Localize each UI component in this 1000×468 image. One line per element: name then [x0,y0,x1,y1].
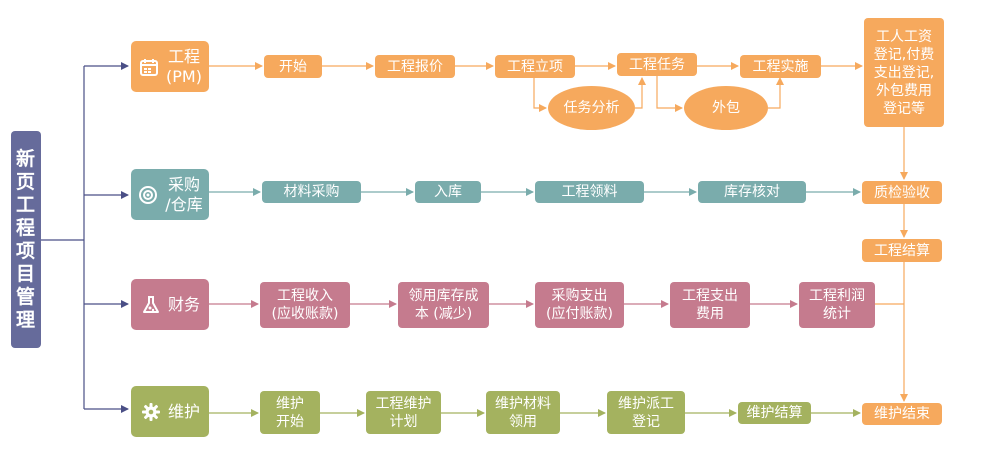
category-maintenance-label: 维护 [167,401,200,421]
target-icon [137,184,159,206]
finance-purchase-payment: 采购支出 (应付账款) [535,282,624,328]
pm-approval: 工程立项 [495,55,575,78]
pm-start: 开始 [264,55,322,78]
finance-income: 工程收入 (应收账款) [260,282,350,328]
pm-flow-lines [209,62,908,402]
maintenance-dispatch: 维护派工 登记 [607,391,685,434]
category-pm-label: 工程 (PM) [166,46,202,86]
purchase-stock-in: 入库 [415,181,481,203]
pm-registration: 工人工资 登记,付费 支出登记, 外包费用 登记等 [864,18,944,127]
category-purchase-label: 采购 /仓库 [165,174,203,214]
main-tree-lines [40,62,129,413]
pm-task-analysis: 任务分析 [548,86,635,130]
maintenance-end: 维护结束 [862,403,942,425]
category-finance: 财务 [131,279,209,330]
main-title: 新 页 工 程 项 目 管 理 [11,131,41,348]
pm-implement: 工程实施 [740,55,821,78]
project-settlement: 工程结算 [862,239,942,262]
maintenance-plan: 工程维护 计划 [366,391,441,434]
qc-acceptance: 质检验收 [862,181,942,204]
maintenance-material: 维护材料 领用 [486,391,560,434]
purchase-material-purchase: 材料采购 [262,181,361,203]
pm-outsource: 外包 [684,86,768,130]
flask-icon [140,294,162,316]
pm-task: 工程任务 [617,53,697,76]
finance-profit: 工程利润 统计 [799,282,875,328]
maintenance-start: 维护 开始 [260,391,320,434]
calendar-icon [138,56,160,78]
category-maintenance: 维护 [131,386,209,437]
purchase-inventory-check: 库存核对 [698,181,806,203]
purchase-material-issue: 工程领料 [535,181,644,203]
category-pm: 工程 (PM) [131,41,209,92]
gear-icon [140,401,162,423]
category-purchase: 采购 /仓库 [131,169,209,220]
finance-expense: 工程支出 费用 [670,282,750,328]
category-finance-label: 财务 [167,294,200,314]
finance-inventory-use: 领用库存成 本 (减少) [398,282,489,328]
pm-quote: 工程报价 [375,55,455,78]
maintenance-settle: 维护结算 [738,402,811,424]
